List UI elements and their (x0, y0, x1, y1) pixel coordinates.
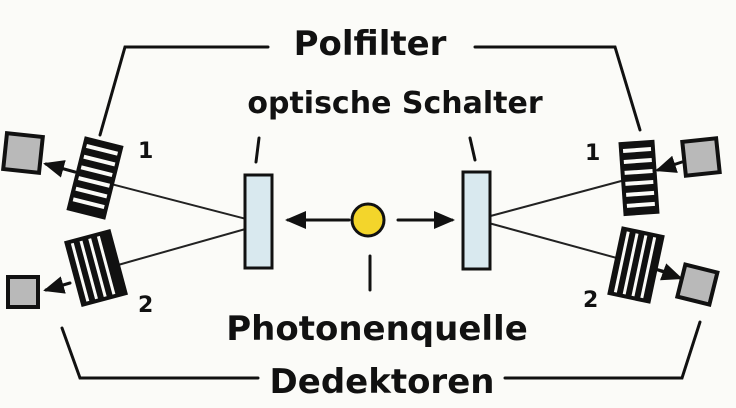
switch-label: optische Schalter (247, 86, 542, 121)
switch-pointer-left (254, 136, 261, 164)
arrow-to-detector-right-2 (656, 263, 683, 281)
source-label: Photonenquelle (226, 309, 528, 349)
optical-switch-right (461, 170, 492, 271)
detector-bracket (60, 320, 702, 380)
optical-switch-left (243, 173, 274, 270)
switch-pointer-right (468, 136, 477, 162)
arrow-to-detector-left-1 (43, 160, 77, 178)
channel-label-right-2: 2 (583, 288, 598, 313)
detector-label: Dedektoren (270, 362, 495, 402)
channel-label-right-1: 1 (585, 141, 600, 166)
polarizer-left-1 (66, 136, 124, 220)
channel-label-left-2: 2 (138, 293, 153, 318)
photon-source (350, 202, 386, 238)
channel-label-left-1: 1 (138, 139, 153, 164)
detector-right-1 (680, 136, 722, 178)
polarizer-left-2 (64, 228, 128, 308)
arrow-to-detector-left-2 (43, 276, 72, 294)
polarizer-label: Polfilter (294, 24, 447, 64)
polarizer-bracket (98, 45, 642, 137)
polarizer-right-1 (618, 139, 660, 217)
polarizer-right-2 (607, 226, 665, 304)
detector-left-2 (6, 275, 40, 309)
detector-left-1 (1, 131, 45, 175)
arrow-right-1 (655, 155, 684, 173)
detector-right-2 (674, 262, 720, 308)
